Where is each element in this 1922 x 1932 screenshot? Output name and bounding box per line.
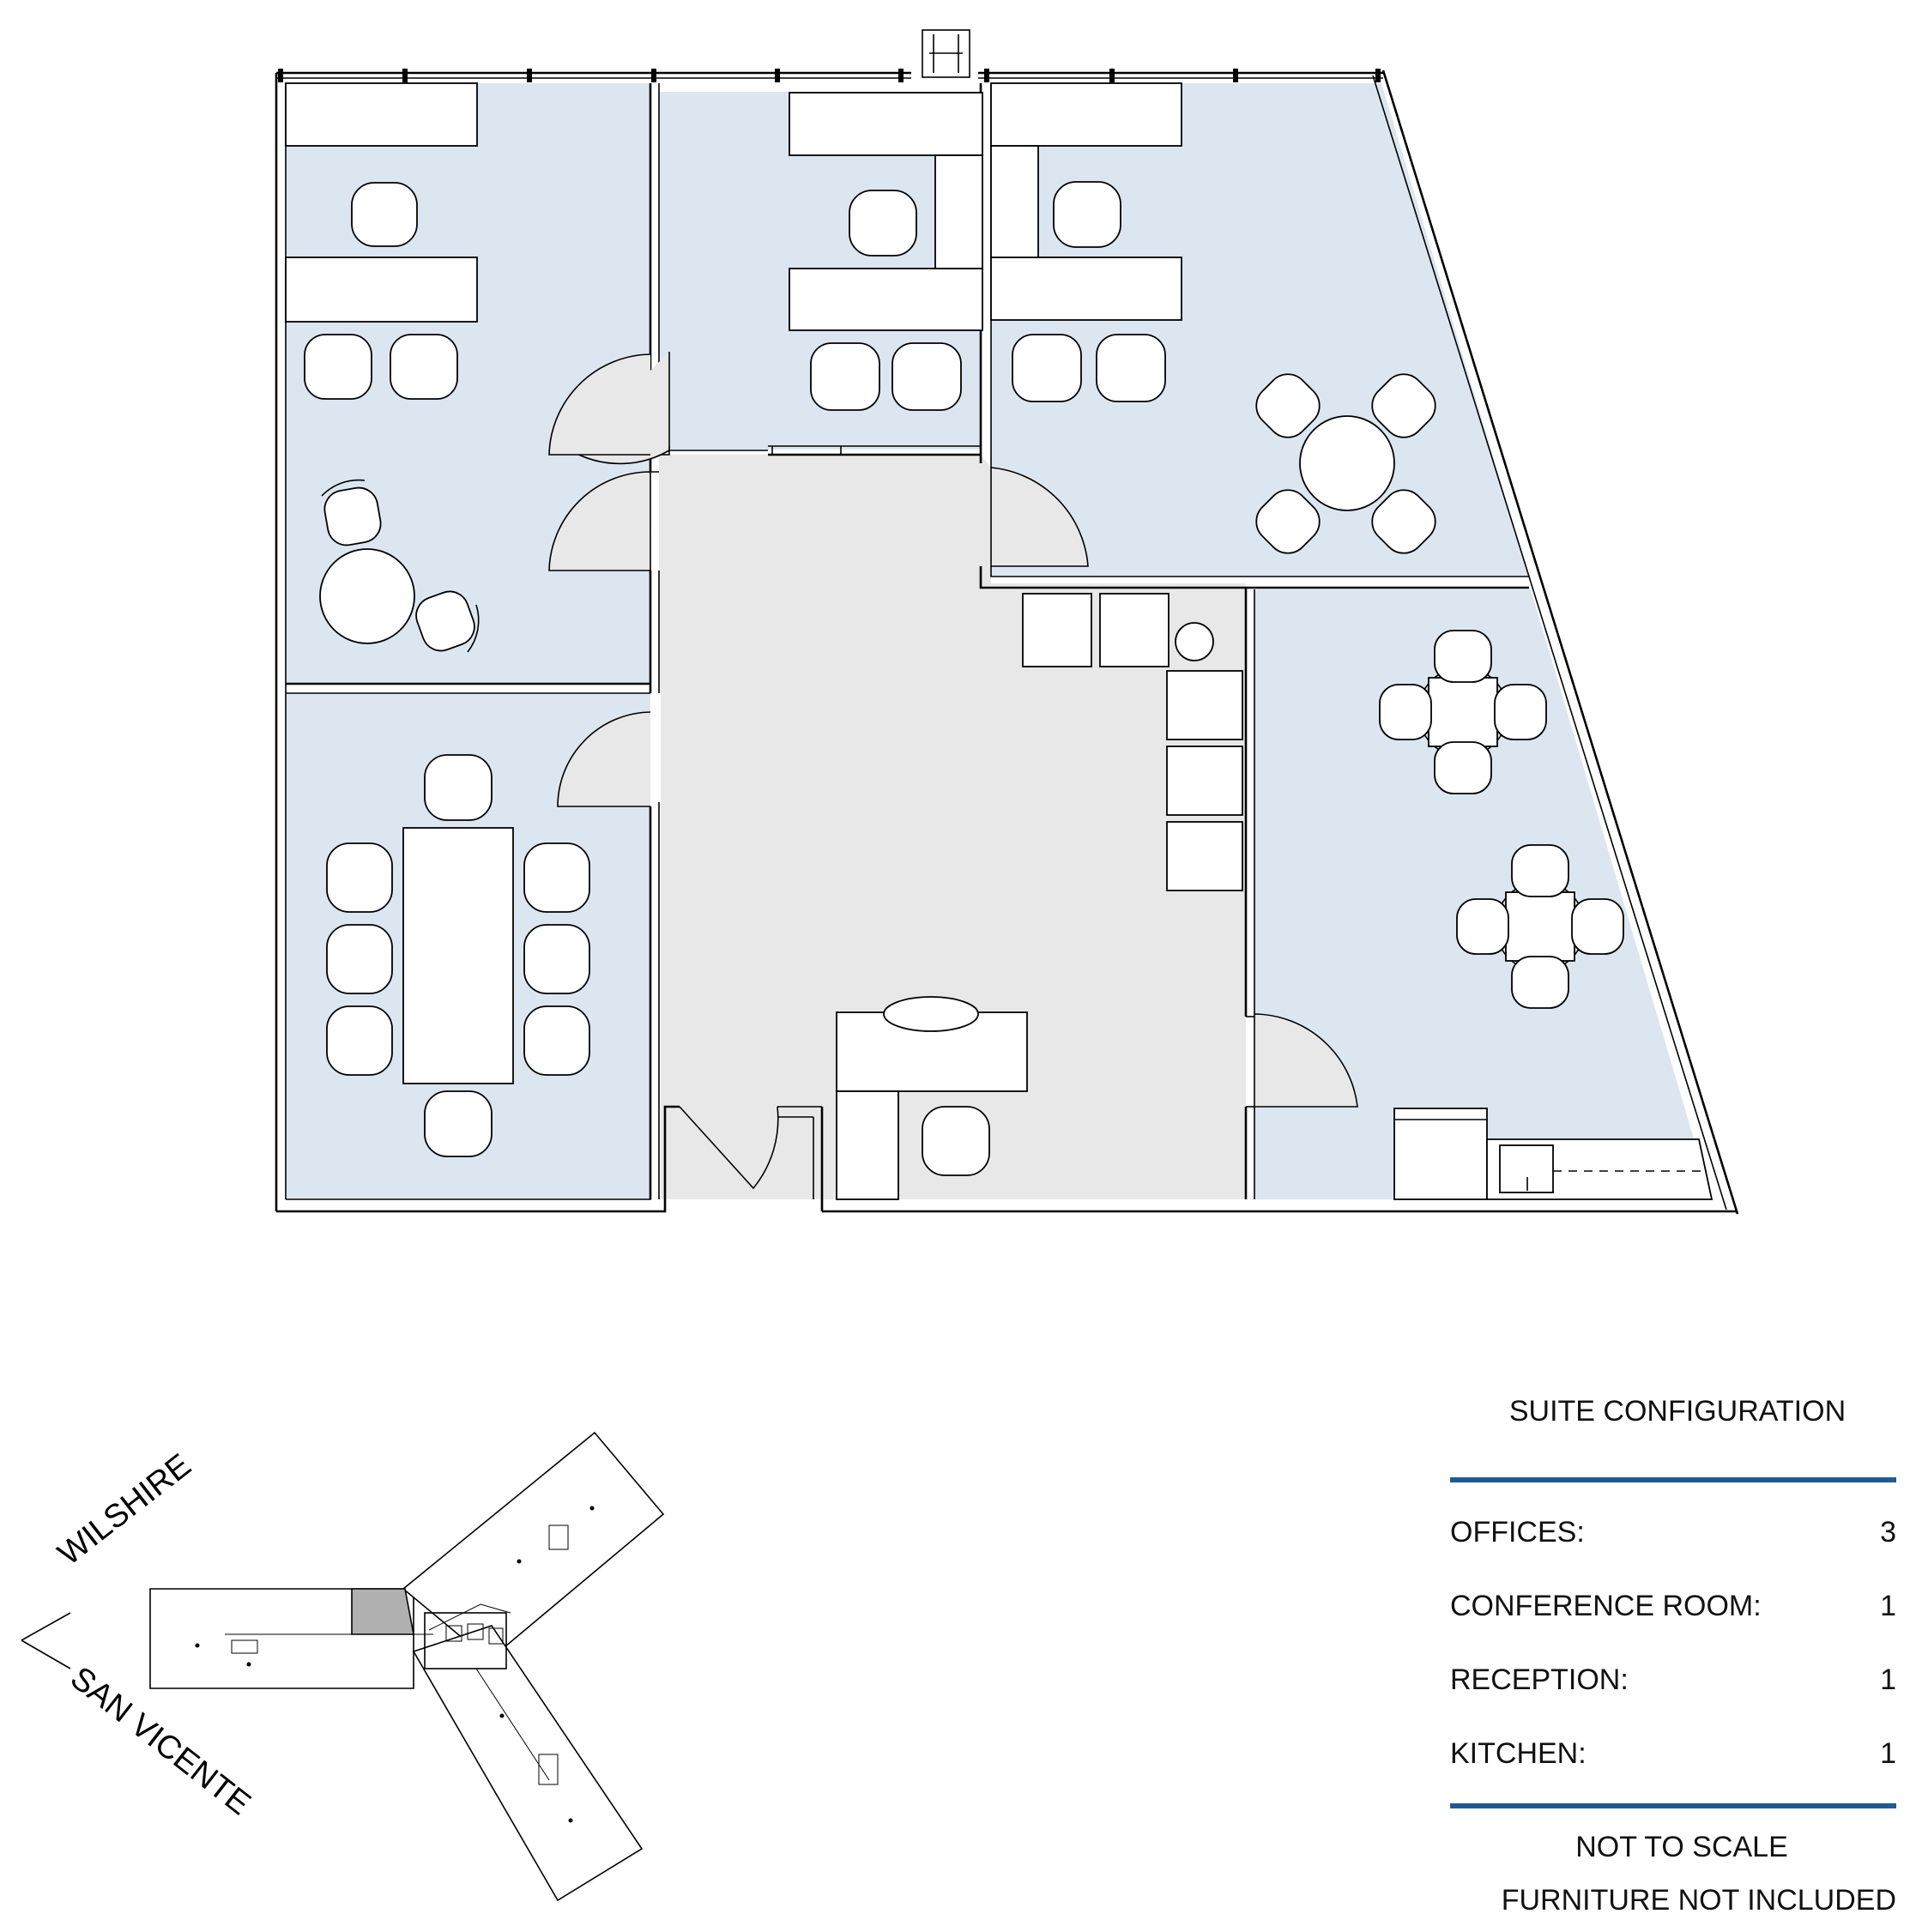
legend-row-value: 1 — [1880, 1663, 1896, 1696]
desk — [789, 268, 983, 331]
legend-row-value: 1 — [1880, 1737, 1896, 1770]
credenza — [789, 92, 983, 156]
desk-chair — [1053, 181, 1121, 248]
key-plan — [21, 1431, 665, 1902]
guest-chair — [1012, 334, 1082, 402]
office-3-furniture — [990, 82, 1436, 554]
lounge-chair — [1099, 593, 1170, 667]
kitchen-furniture — [1379, 630, 1713, 1200]
desk-chair — [351, 182, 418, 247]
legend-row-value: 3 — [1880, 1516, 1896, 1549]
north-east-wing — [402, 1431, 665, 1662]
not-to-scale-note: NOT TO SCALE — [1575, 1831, 1788, 1863]
round-table — [1299, 415, 1395, 511]
suite-highlight — [351, 1588, 414, 1635]
office-1-furniture — [285, 82, 480, 653]
office-2-furniture — [789, 92, 983, 411]
lounge-chair — [1166, 670, 1243, 740]
kitchen-area — [1254, 589, 1712, 1199]
doors — [548, 352, 1358, 1190]
credenza — [990, 82, 1182, 147]
office-3-area — [991, 83, 1529, 577]
legend-title: SUITE CONFIGURATION — [1508, 1395, 1846, 1428]
guest-chair — [810, 342, 880, 411]
legend-row-label: RECEPTION: — [1450, 1663, 1629, 1696]
legend-row-conference: CONFERENCE ROOM: 1 — [1450, 1582, 1896, 1630]
reception-furniture — [836, 593, 1243, 1200]
lounge-chair — [1166, 746, 1243, 816]
window-wall — [276, 29, 1739, 1215]
legend-row-offices: OFFICES: 3 — [1450, 1508, 1896, 1556]
lounge-chair — [1022, 593, 1092, 667]
suite-configuration-panel: SUITE CONFIGURATION OFFICES: 3 CONFERENC… — [1450, 1390, 1896, 1922]
desk-chair — [849, 190, 917, 257]
west-wing — [149, 1588, 414, 1689]
sink — [1499, 1144, 1554, 1193]
lounge-chair — [415, 590, 475, 652]
guest-chair — [390, 334, 458, 400]
legend-row-reception: RECEPTION: 1 — [1450, 1656, 1896, 1704]
legend-row-label: KITCHEN: — [1450, 1737, 1587, 1770]
guest-chair — [1096, 334, 1166, 402]
legend-row-label: CONFERENCE ROOM: — [1450, 1590, 1762, 1622]
lounge-chair — [1166, 821, 1243, 891]
legend-row-value: 1 — [1880, 1590, 1896, 1622]
legend-row-kitchen: KITCHEN: 1 — [1450, 1730, 1896, 1778]
legend-row-label: OFFICES: — [1450, 1516, 1585, 1549]
south-east-wing — [412, 1625, 644, 1902]
credenza — [285, 82, 478, 147]
desk — [990, 257, 1182, 321]
legend-top-rule — [1450, 1477, 1896, 1482]
legend-bottom-rule — [1450, 1803, 1896, 1808]
guest-chair — [891, 342, 962, 411]
conference-table — [402, 827, 514, 1084]
desk-chair — [922, 1106, 990, 1176]
furniture-note: FURNITURE NOT INCLUDED — [1501, 1884, 1896, 1917]
refrigerator — [1393, 1108, 1488, 1200]
guest-chair — [304, 334, 372, 400]
round-table — [319, 548, 415, 644]
lounge-chair — [323, 486, 382, 546]
desk — [285, 257, 478, 323]
reception-corridor-area — [659, 455, 1246, 1199]
side-table — [1175, 622, 1214, 661]
conference-furniture — [326, 754, 590, 1157]
